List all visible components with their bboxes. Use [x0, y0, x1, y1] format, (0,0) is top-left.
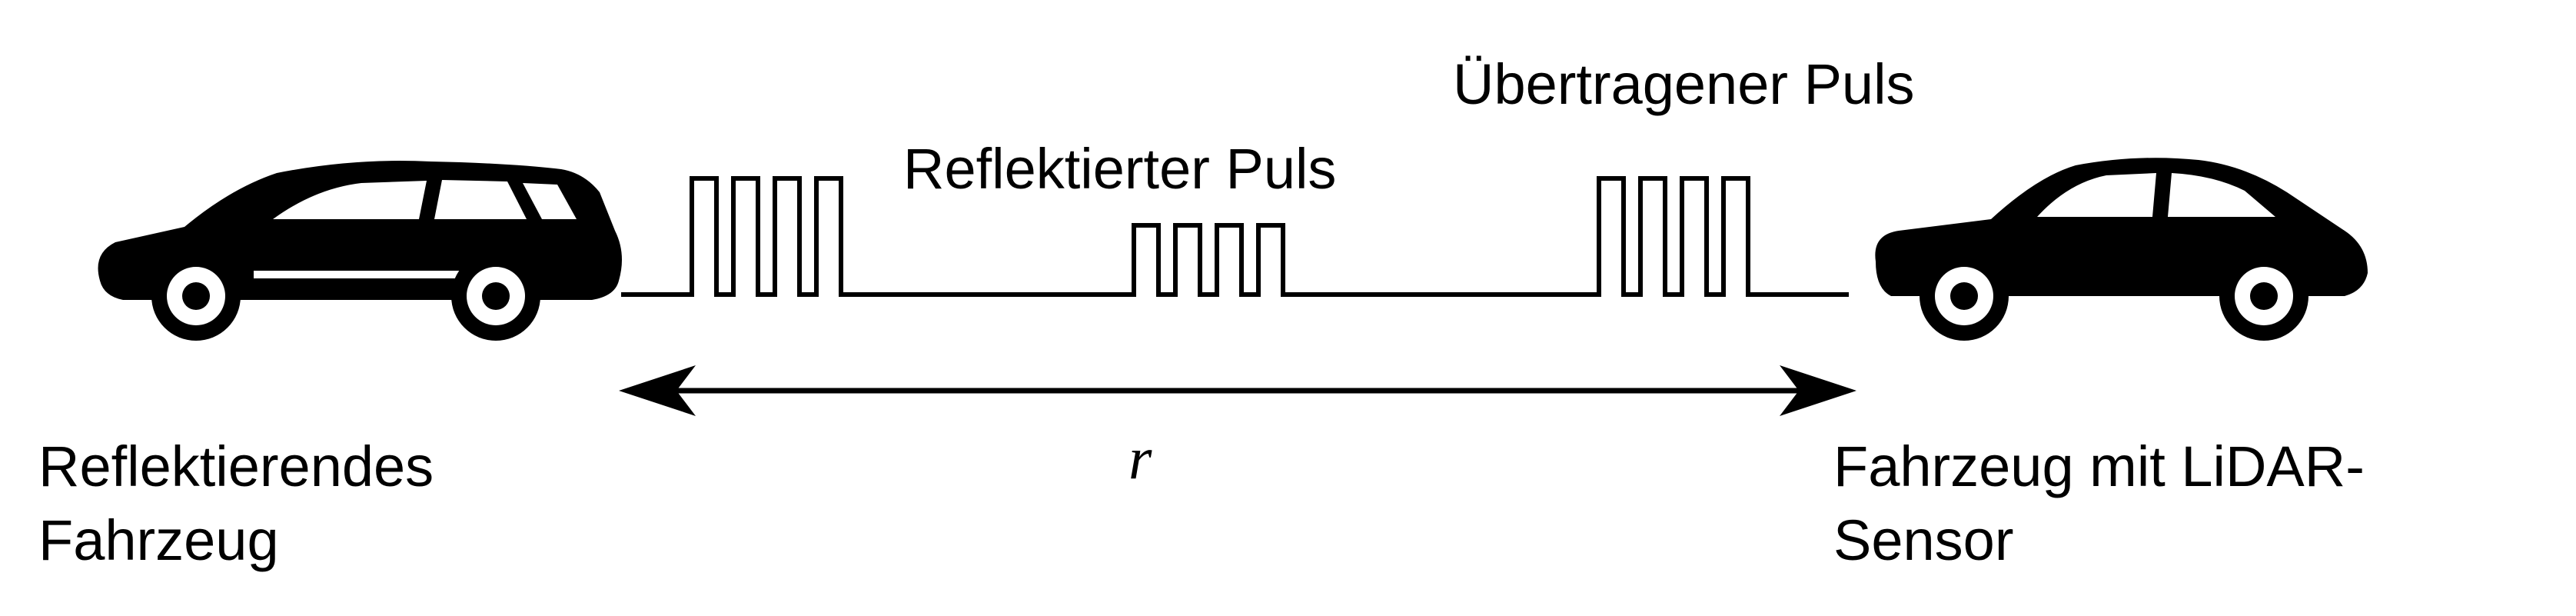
range-arrow	[619, 365, 1856, 416]
reflecting-vehicle-label-line1: Reflektierendes	[38, 435, 434, 498]
arrow-head-left	[619, 365, 696, 416]
range-symbol: r	[1128, 425, 1152, 491]
reflecting-vehicle-icon	[98, 161, 622, 341]
arrow-head-right	[1780, 365, 1856, 416]
lidar-vehicle-icon	[1875, 158, 2368, 341]
reflected-pulse-label: Reflektierter Puls	[903, 137, 1336, 201]
lidar-vehicle-label-line2: Sensor	[1833, 508, 2013, 572]
lidar-vehicle-label-line1: Fahrzeug mit LiDAR-	[1833, 435, 2365, 498]
reflecting-vehicle-label-line2: Fahrzeug	[38, 508, 279, 572]
pulse-train-signal	[621, 176, 1849, 297]
transmitted-pulse-label: Übertragener Puls	[1453, 52, 1915, 116]
